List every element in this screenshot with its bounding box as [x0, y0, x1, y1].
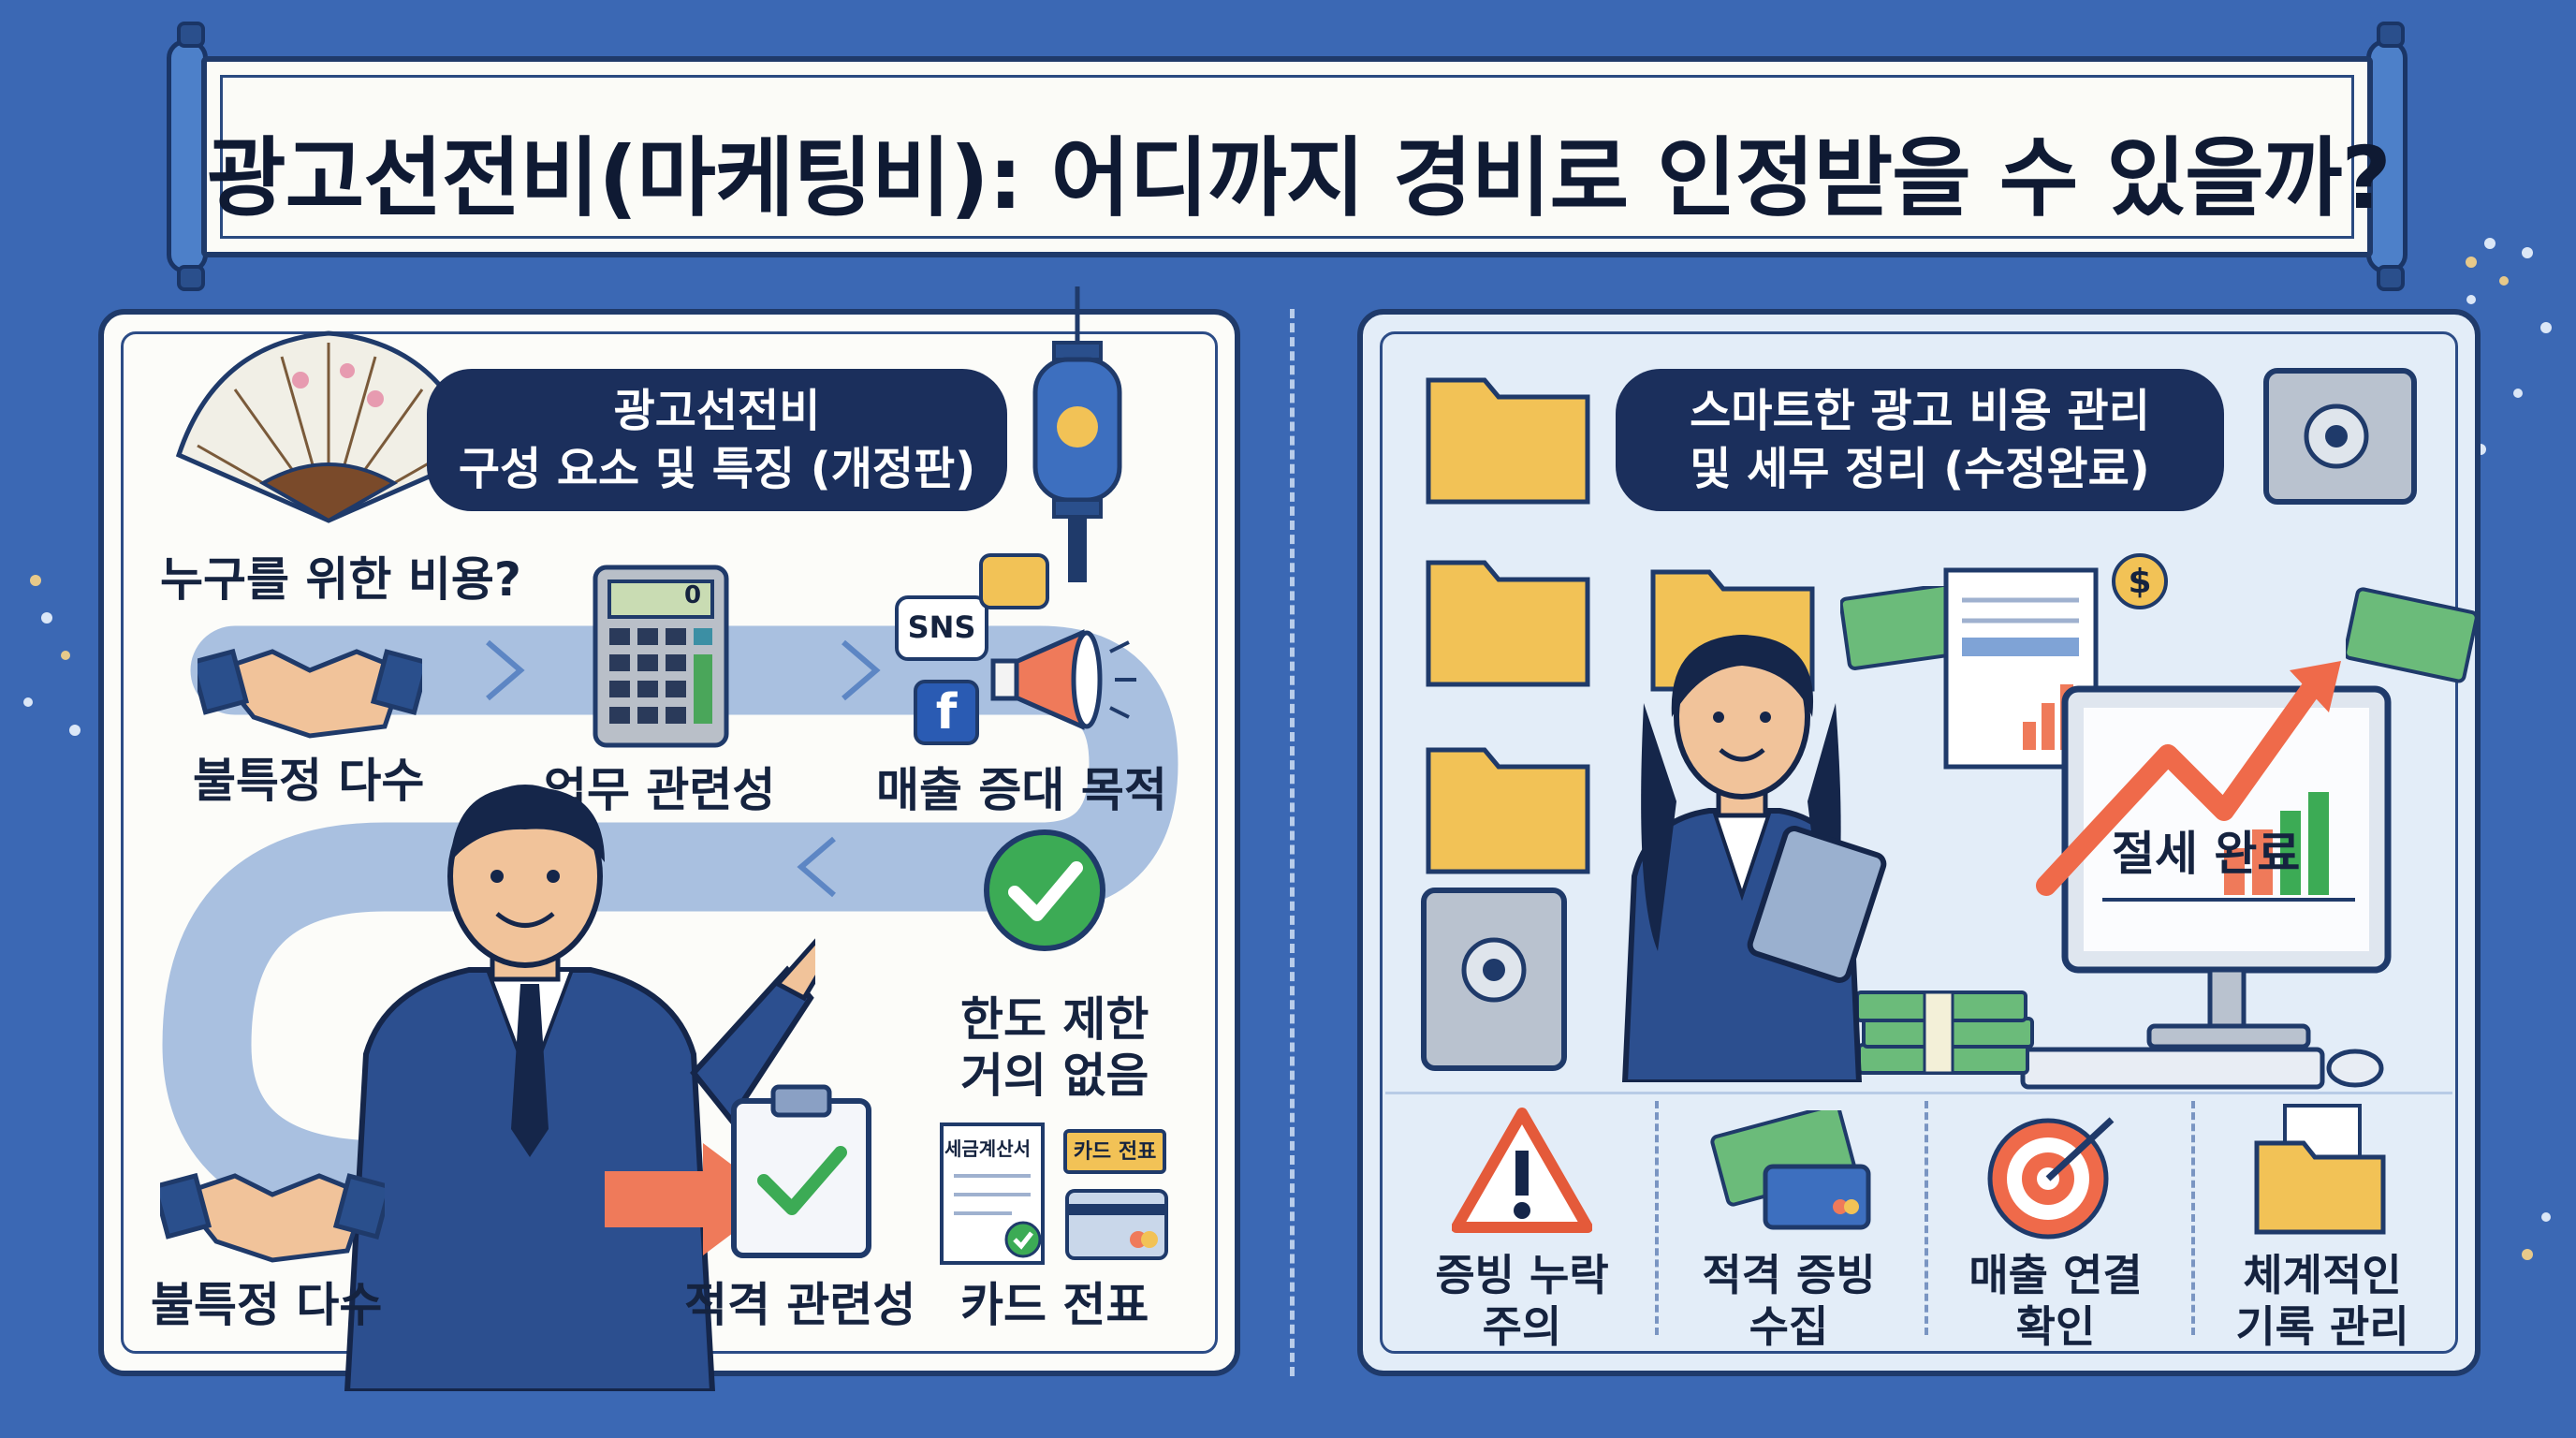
- dollar-coin-icon: $: [2112, 553, 2168, 609]
- question-label: 누구를 위한 비용?: [160, 552, 521, 607]
- document-folder-icon: [2254, 1104, 2386, 1235]
- strip-separator-3: [2191, 1101, 2195, 1335]
- scroll-roller-left: [167, 22, 208, 291]
- strip-separator-1: [1655, 1101, 1659, 1335]
- facebook-icon: f: [914, 680, 979, 745]
- label-limit-line1: 한도 제한: [960, 992, 1149, 1047]
- title-inner-border: [220, 75, 2354, 239]
- item-1-line1: 증빙 누락: [1435, 1250, 1609, 1300]
- panel-divider: [1290, 309, 1295, 1376]
- item-4-line2: 기록 관리: [2235, 1301, 2409, 1352]
- facebook-letter: f: [935, 684, 958, 741]
- chat-bubble-icon: [979, 553, 1049, 609]
- item-3-line2: 확인: [2015, 1301, 2096, 1352]
- safe-icon-bottom: [1421, 888, 1567, 1071]
- folder-stack-icon: [1426, 377, 1590, 874]
- title-banner: 광고선전비(마케팅비): 어디까지 경비로 인정받을 수 있을까?: [201, 56, 2392, 257]
- folding-fan-icon: [175, 330, 482, 523]
- strip-separator-2: [1925, 1101, 1928, 1335]
- right-header-line1: 스마트한 광고 비용 관리: [1690, 385, 2150, 437]
- label-qualified: 적격 관련성: [684, 1278, 916, 1332]
- keyboard-mouse-icon: [2020, 1047, 2384, 1090]
- item-3-line1: 매출 연결: [1969, 1250, 2143, 1300]
- warning-triangle-icon: [1452, 1108, 1592, 1233]
- handshake-icon: [198, 648, 422, 739]
- card-slip-tag-text: 카드 전표: [1073, 1140, 1157, 1164]
- lantern-icon: [1032, 286, 1122, 582]
- item-4-line1: 체계적인: [2243, 1250, 2402, 1300]
- item-1-line2: 주의: [1482, 1301, 1562, 1352]
- monitor-text: 절세 완료: [2112, 827, 2301, 881]
- item-2-line2: 수집: [1749, 1301, 1829, 1352]
- checklist-strip: [1385, 1092, 2452, 1354]
- right-header-line2: 및 세무 정리 (수정완료): [1690, 443, 2150, 495]
- monitor-icon: [2036, 661, 2392, 1049]
- left-header-pill: 광고선전비 구성 요소 및 특징 (개정판): [427, 369, 1007, 511]
- businesswoman-figure: [1621, 635, 1887, 1082]
- businessman-figure: [344, 785, 815, 1391]
- left-panel: 광고선전비 구성 요소 및 특징 (개정판) 누구를 위한 비용? 불특정 다수…: [98, 286, 1240, 1391]
- scroll-roller-right: [2366, 22, 2408, 291]
- label-card: 카드 전표: [960, 1278, 1149, 1332]
- check-circle-icon: [984, 829, 1105, 951]
- cash-bill-icon-right: [2346, 587, 2477, 683]
- credit-card-icon: [1065, 1189, 1168, 1260]
- calculator-display: 0: [684, 581, 702, 609]
- item-2-line1: 적격 증빙: [1702, 1250, 1876, 1300]
- card-slip-tag: 카드 전표: [1063, 1129, 1166, 1174]
- calculator-icon: [593, 565, 729, 748]
- sns-badge: SNS: [895, 595, 988, 661]
- target-icon: [1987, 1117, 2115, 1240]
- label-limit-line2: 거의 없음: [960, 1049, 1149, 1103]
- safe-icon: [2263, 368, 2417, 505]
- handshake-icon-bottom: [160, 1172, 385, 1263]
- megaphone-icon: [990, 629, 1136, 730]
- sns-badge-text: SNS: [907, 609, 976, 645]
- right-panel: 스마트한 광고 비용 관리 및 세무 정리 (수정완료) $ 절세 완료: [1357, 309, 2481, 1376]
- page-title: 광고선전비(마케팅비): 어디까지 경비로 인정받을 수 있을까?: [207, 128, 2392, 228]
- cash-stack-icon: [1855, 990, 2034, 1075]
- dollar-sign: $: [2128, 563, 2152, 601]
- right-header-pill: 스마트한 광고 비용 관리 및 세무 정리 (수정완료): [1616, 369, 2224, 511]
- tax-invoice-tag: 세금계산서: [944, 1137, 1031, 1160]
- clipboard-check-icon: [731, 1084, 871, 1258]
- label-sales: 매출 증대 목적: [876, 763, 1167, 817]
- label-many-top: 불특정 다수: [193, 754, 425, 808]
- tax-invoice-document: [940, 1123, 1045, 1265]
- left-header-line1: 광고선전비: [613, 385, 821, 437]
- left-header-line2: 구성 요소 및 특징 (개정판): [458, 443, 976, 495]
- label-many-bottom: 불특정 다수: [151, 1278, 383, 1332]
- cash-and-card-icon: [1710, 1110, 1871, 1230]
